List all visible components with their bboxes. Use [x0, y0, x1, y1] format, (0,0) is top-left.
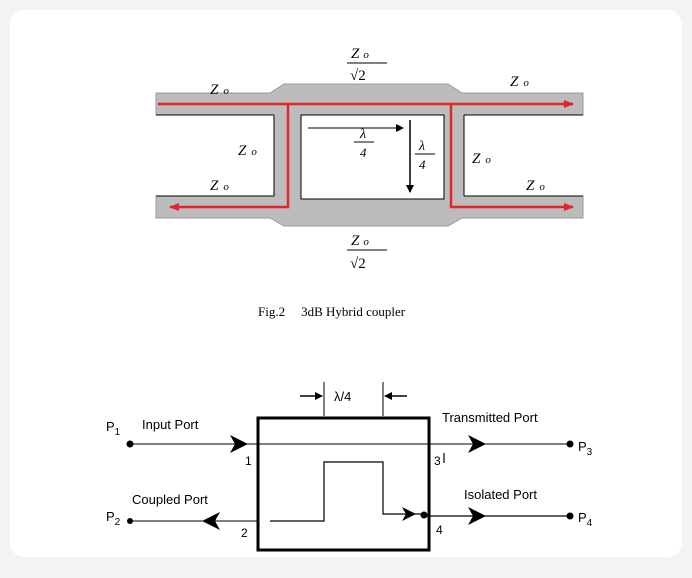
coupled-port-label: Coupled Port [132, 492, 208, 507]
port-number-1: 1 [245, 454, 252, 468]
coupled-arrow [202, 512, 220, 530]
port-number-3: 3 [434, 454, 441, 468]
svg-text:λ: λ [418, 139, 425, 154]
p1-label: P1 [106, 419, 121, 438]
port-number-2: 2 [241, 526, 248, 540]
lambda-quarter-label: λ/4 [334, 389, 351, 404]
coupler-box [256, 416, 431, 552]
svg-text:4: 4 [360, 145, 367, 160]
svg-text:√2: √2 [350, 256, 366, 272]
port-dot-2 [127, 518, 133, 524]
input-port-label: Input Port [142, 417, 199, 432]
port-dot-4 [566, 512, 574, 520]
inner-window [300, 114, 445, 200]
svg-text:Zo: Zo [351, 233, 369, 249]
svg-text:4: 4 [419, 157, 426, 172]
coupled-path [169, 105, 290, 211]
input-arrow [230, 435, 248, 453]
port-dot-1 [126, 440, 134, 448]
port-number-4: 4 [436, 523, 443, 537]
port-dot-3 [566, 440, 574, 448]
isolated-arrow [468, 507, 486, 525]
p3-label: P3 [578, 439, 593, 458]
svg-text:√2: √2 [350, 68, 366, 84]
svg-text:Zo: Zo [351, 46, 369, 62]
transmitted-arrow [468, 435, 486, 453]
lambda-quarter-vertical: λ 4 [415, 139, 435, 172]
transmitted-port-label: Transmitted Port [442, 410, 538, 425]
p4-label: P4 [578, 510, 593, 529]
branch-path [449, 105, 574, 211]
isolated-port-label: Isolated Port [464, 487, 537, 502]
lambda-quarter-horizontal: λ 4 [354, 127, 374, 160]
port-dot-4-inner [420, 511, 428, 519]
coupler-block-diagram: λ/4 [126, 382, 574, 552]
branch-line-coupler [155, 83, 584, 227]
p2-label: P2 [106, 509, 121, 528]
svg-text:λ: λ [359, 127, 366, 142]
inner-arrow [402, 507, 416, 521]
